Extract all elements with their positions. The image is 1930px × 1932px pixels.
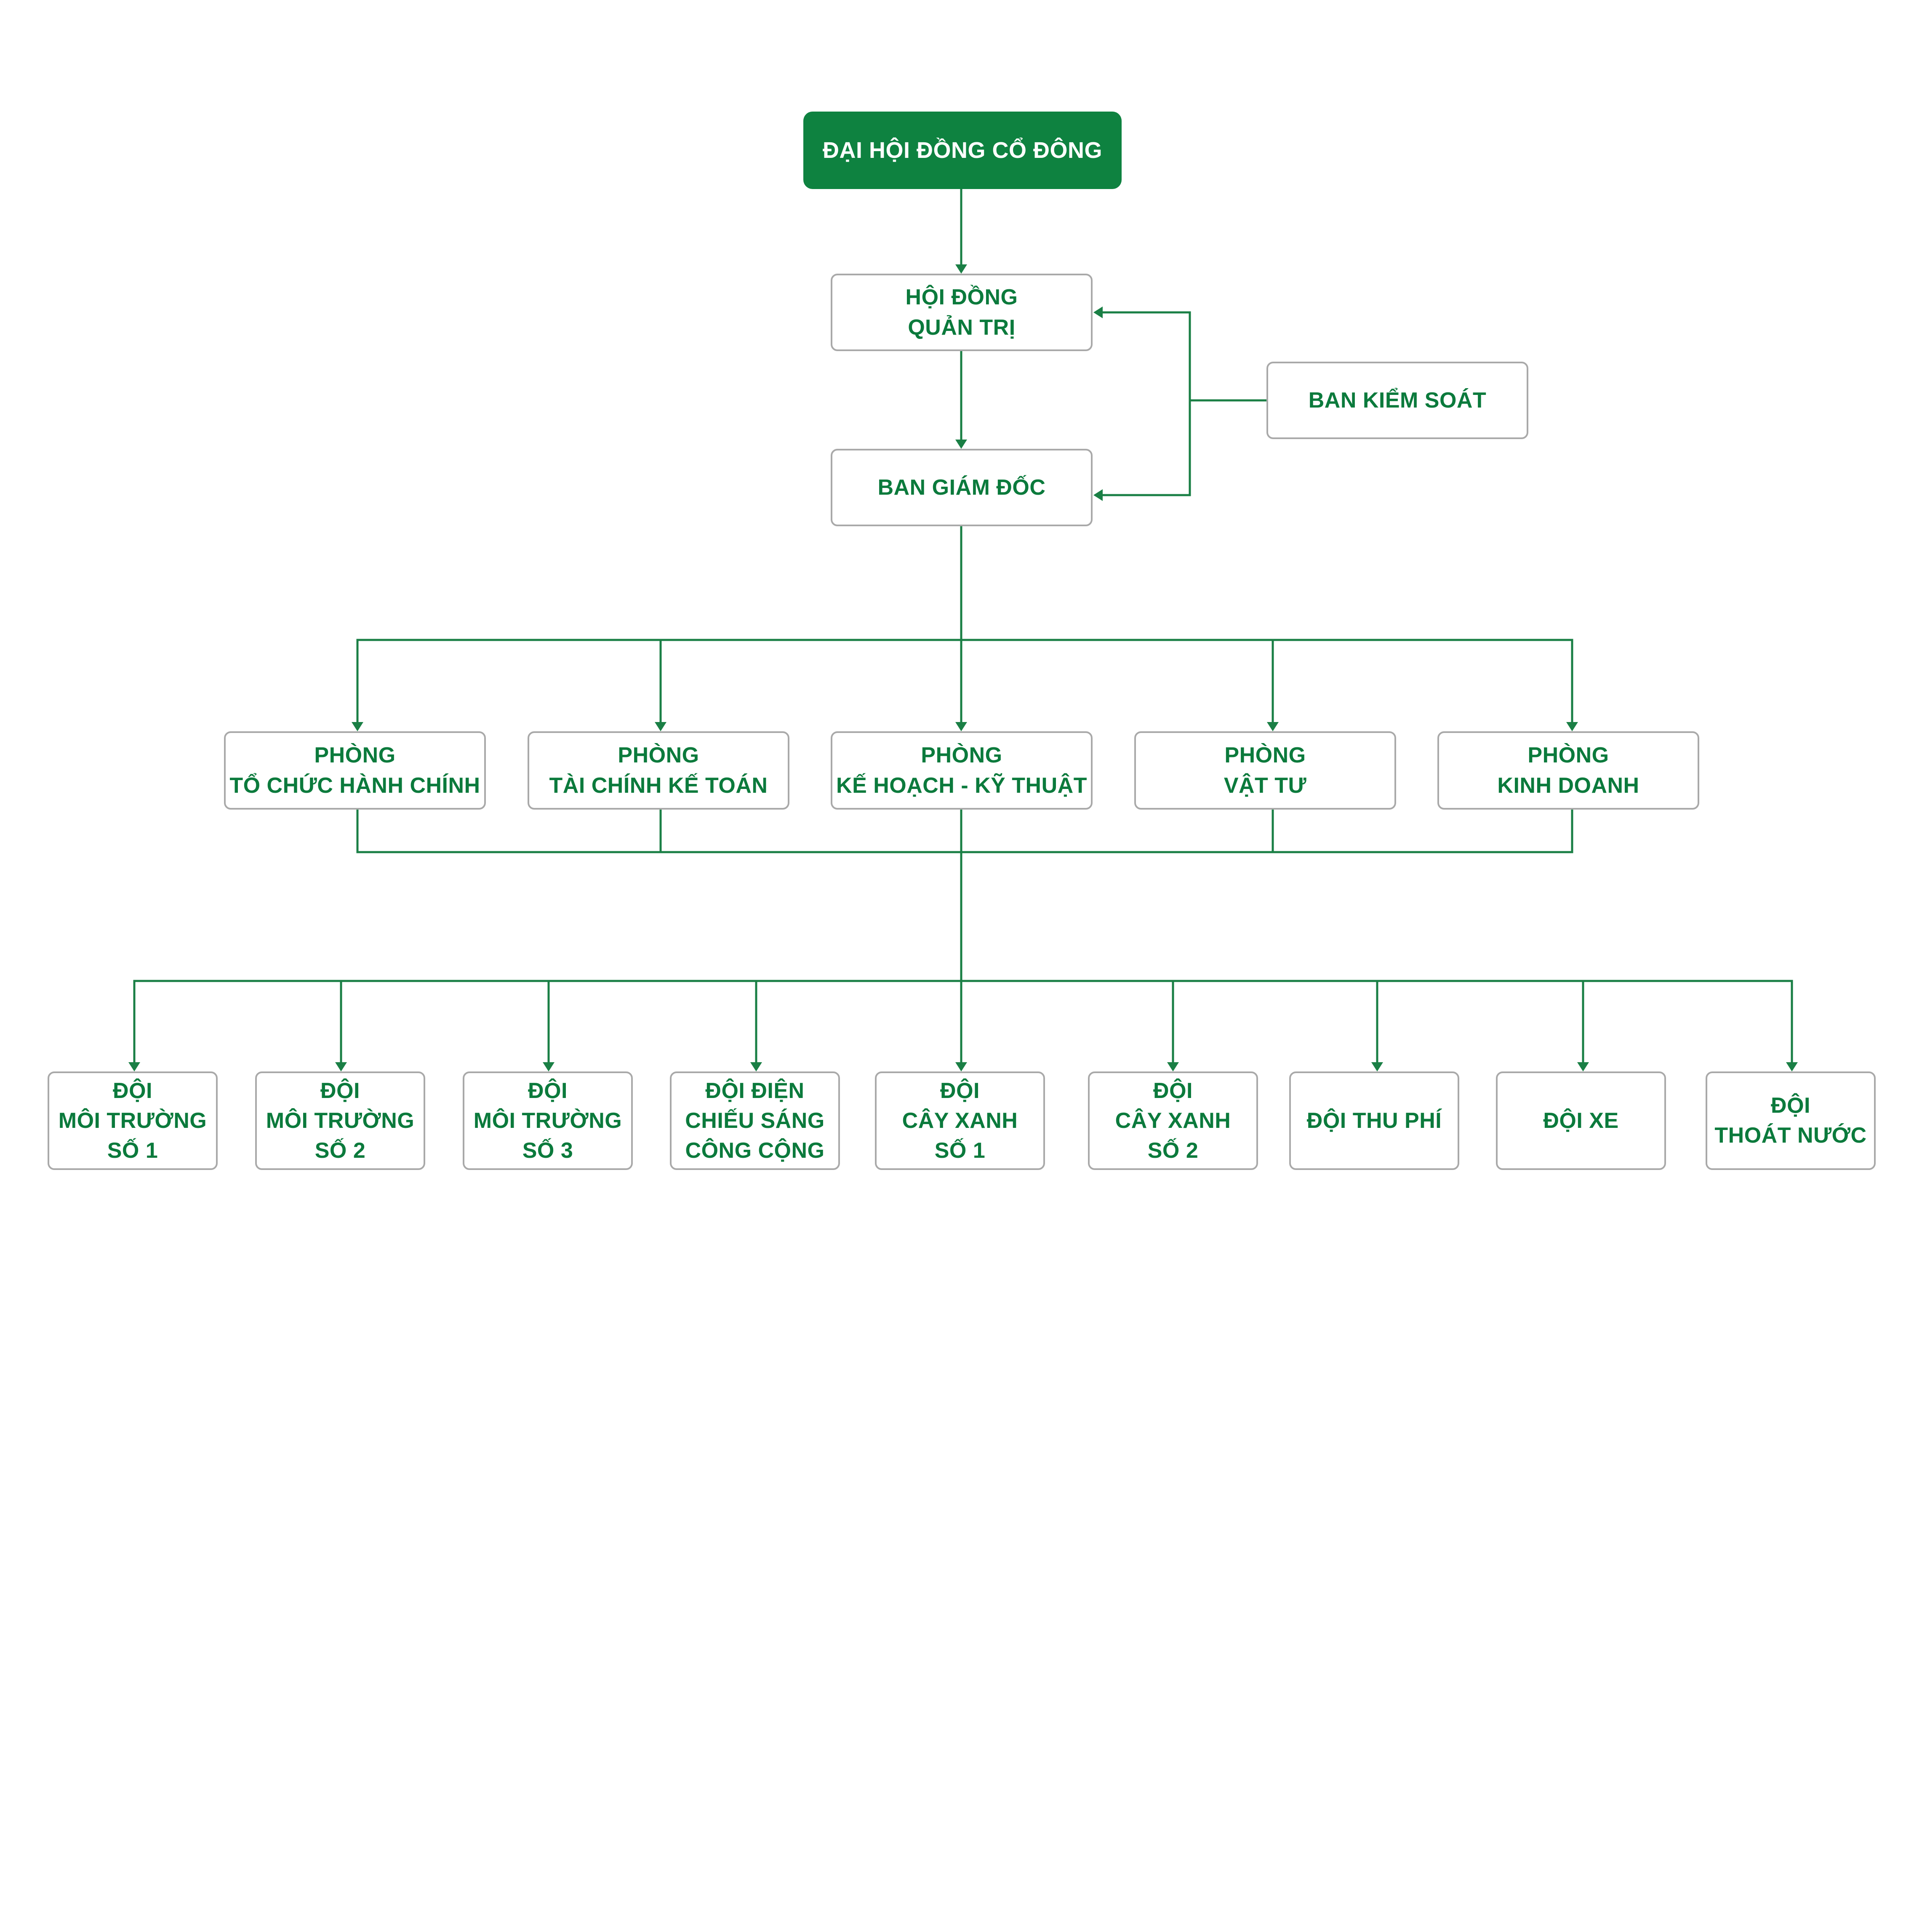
node-label: SỐ 3 (522, 1138, 573, 1163)
arrowhead-icon (128, 1062, 140, 1071)
arrowhead-icon (1577, 1062, 1589, 1071)
node-label: CHIẾU SÁNG (685, 1108, 825, 1133)
node-dept-admin: PHÒNG TỔ CHỨC HÀNH CHÍNH (224, 731, 486, 810)
arrowhead-icon (1371, 1062, 1383, 1071)
node-general-meeting: ĐẠI HỘI ĐỒNG CỔ ĐÔNG (803, 112, 1122, 189)
node-dept-planning: PHÒNG KẾ HOẠCH - KỸ THUẬT (831, 731, 1093, 810)
arrowhead-icon (1167, 1062, 1179, 1071)
node-label: MÔI TRƯỜNG (473, 1108, 622, 1133)
node-label: TỔ CHỨC HÀNH CHÍNH (229, 773, 480, 798)
node-label: BAN GIÁM ĐỐC (877, 475, 1046, 500)
node-supervisory-board: BAN KIỂM SOÁT (1266, 362, 1528, 439)
node-label: ĐỘI (528, 1078, 568, 1103)
node-label: ĐỘI ĐIỆN (705, 1078, 805, 1103)
arrowhead-icon (335, 1062, 347, 1071)
node-label: TÀI CHÍNH KẾ TOÁN (549, 773, 768, 798)
node-label: QUẢN TRỊ (908, 315, 1016, 340)
node-team-environment-1: ĐỘI MÔI TRƯỜNG SỐ 1 (48, 1071, 218, 1170)
arrowhead-icon (955, 440, 967, 449)
node-label: PHÒNG (618, 743, 699, 767)
node-executive-board: BAN GIÁM ĐỐC (831, 449, 1093, 526)
arrowhead-icon (352, 722, 363, 731)
node-team-environment-3: ĐỘI MÔI TRƯỜNG SỐ 3 (463, 1071, 633, 1170)
node-label: HỘI ĐỒNG (905, 285, 1018, 309)
arrowhead-icon (955, 722, 967, 731)
node-team-greenery-1: ĐỘI CÂY XANH SỐ 1 (875, 1071, 1045, 1170)
node-board-of-directors: HỘI ĐỒNG QUẢN TRỊ (831, 274, 1093, 351)
arrowhead-icon (1267, 722, 1279, 731)
node-label: PHÒNG (1224, 743, 1306, 767)
arrowhead-icon (543, 1062, 554, 1071)
node-label: KẾ HOẠCH - KỸ THUẬT (836, 773, 1087, 798)
node-label: MÔI TRƯỜNG (58, 1108, 207, 1133)
arrowhead-icon (1093, 489, 1103, 501)
node-label: BAN KIỂM SOÁT (1308, 388, 1487, 413)
node-label: ĐỘI (113, 1078, 152, 1103)
node-dept-finance: PHÒNG TÀI CHÍNH KẾ TOÁN (528, 731, 789, 810)
node-team-environment-2: ĐỘI MÔI TRƯỜNG SỐ 2 (255, 1071, 425, 1170)
node-label: PHÒNG (1527, 743, 1609, 767)
node-label: SỐ 2 (315, 1138, 366, 1163)
node-label: ĐẠI HỘI ĐỒNG CỔ ĐÔNG (822, 138, 1102, 163)
node-label: ĐỘI THU PHÍ (1306, 1108, 1442, 1133)
node-dept-supplies: PHÒNG VẬT TƯ (1134, 731, 1396, 810)
node-label: PHÒNG (314, 743, 396, 767)
node-label: MÔI TRƯỜNG (266, 1108, 415, 1133)
node-team-drainage: ĐỘI THOÁT NƯỚC (1706, 1071, 1876, 1170)
node-label: SỐ 2 (1147, 1138, 1199, 1163)
node-team-public-lighting: ĐỘI ĐIỆN CHIẾU SÁNG CÔNG CỘNG (670, 1071, 840, 1170)
node-label: KINH DOANH (1497, 773, 1639, 798)
node-team-toll: ĐỘI THU PHÍ (1289, 1071, 1459, 1170)
node-label: CÂY XANH (1115, 1108, 1231, 1133)
node-label: ĐỘI (1771, 1093, 1810, 1118)
arrowhead-icon (750, 1062, 762, 1071)
node-label: ĐỘI (1153, 1078, 1193, 1103)
node-team-vehicles: ĐỘI XE (1496, 1071, 1666, 1170)
node-team-greenery-2: ĐỘI CÂY XANH SỐ 2 (1088, 1071, 1258, 1170)
node-label: ĐỘI (320, 1078, 360, 1103)
node-label: CÔNG CỘNG (685, 1138, 825, 1163)
node-label: ĐỘI (940, 1078, 980, 1103)
node-dept-business: PHÒNG KINH DOANH (1437, 731, 1699, 810)
arrowhead-icon (955, 1062, 967, 1071)
node-label: THOÁT NƯỚC (1714, 1123, 1867, 1148)
node-label: SỐ 1 (934, 1138, 986, 1163)
arrowhead-icon (1093, 306, 1103, 318)
node-label: VẬT TƯ (1224, 773, 1307, 798)
node-label: PHÒNG (921, 743, 1002, 767)
arrowhead-icon (1786, 1062, 1798, 1071)
node-label: CÂY XANH (902, 1108, 1018, 1133)
arrowhead-icon (655, 722, 666, 731)
node-label: ĐỘI XE (1543, 1108, 1619, 1133)
node-label: SỐ 1 (107, 1138, 158, 1163)
arrowhead-icon (1566, 722, 1578, 731)
arrowhead-icon (955, 264, 967, 274)
